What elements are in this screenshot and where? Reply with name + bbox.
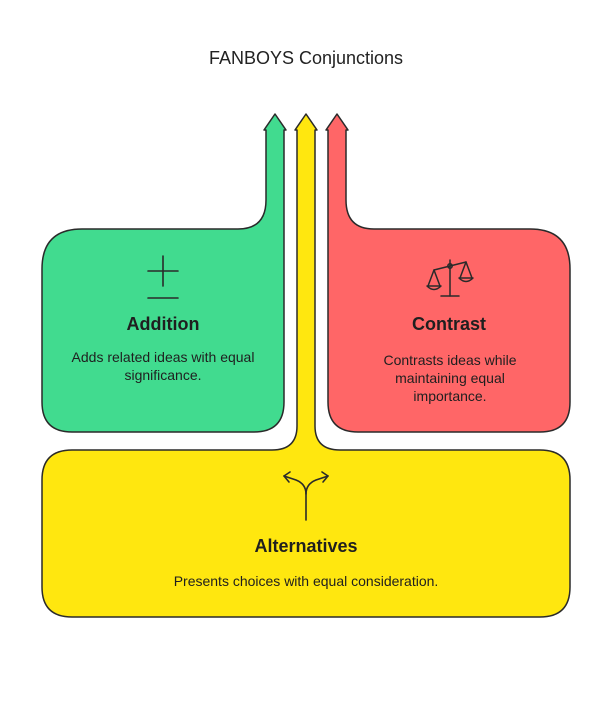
split-arrows-icon <box>283 471 329 521</box>
addition-description: Adds related ideas with equal significan… <box>71 349 255 383</box>
alternatives-title: Alternatives <box>254 536 358 556</box>
addition-title: Addition <box>126 314 200 334</box>
plus-minus-icon <box>147 255 179 299</box>
alternatives-shape <box>41 113 571 618</box>
contrast-title: Contrast <box>411 314 486 334</box>
diagram-title: FANBOYS Conjunctions <box>208 48 404 68</box>
addition-shape <box>41 113 287 433</box>
balance-scale-icon <box>426 259 474 297</box>
contrast-shape <box>325 113 571 433</box>
contrast-description: Contrasts ideas while maintaining equal … <box>383 352 517 404</box>
alternatives-description: Presents choices with equal consideratio… <box>173 573 439 589</box>
